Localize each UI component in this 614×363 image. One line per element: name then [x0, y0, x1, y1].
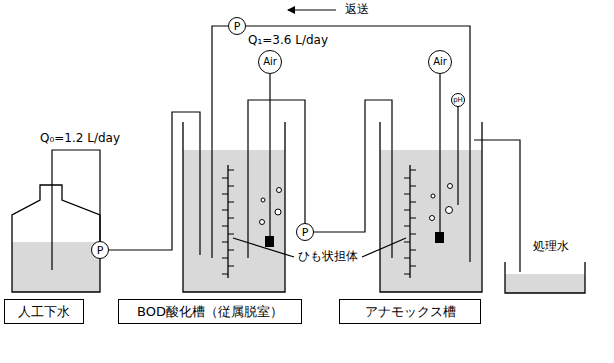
bottle-water — [12, 242, 100, 292]
carrier-fiber — [222, 274, 228, 275]
diffuser — [265, 236, 274, 247]
return-pipe — [212, 26, 228, 258]
carrier-fiber — [404, 194, 410, 195]
string-carrier — [409, 165, 410, 278]
treated-basin — [505, 262, 585, 293]
transfer-pipe — [314, 100, 392, 258]
node-text: P — [234, 21, 241, 32]
carrier-fiber — [228, 170, 234, 171]
carrier-fiber — [222, 178, 228, 179]
carrier-fiber — [228, 250, 234, 251]
node-text: 人工下水 — [18, 305, 70, 318]
carrier-fiber — [404, 274, 410, 275]
carrier-fiber — [410, 186, 416, 187]
air-line — [439, 74, 440, 234]
carrier-fiber — [410, 170, 416, 171]
node-text: P — [97, 245, 104, 256]
carrier-fiber — [404, 258, 410, 259]
outlet-label: 処理水 — [533, 240, 569, 253]
bubble — [261, 198, 265, 202]
pump-symbol: P — [228, 17, 246, 35]
node-text: P — [302, 227, 309, 238]
bubble — [446, 207, 453, 214]
bubble — [431, 194, 435, 198]
carrier-fiber — [410, 218, 416, 219]
node-text: BOD酸化槽（従属脱室） — [137, 305, 283, 318]
carrier-fiber — [222, 194, 228, 195]
carrier-fiber — [404, 178, 410, 179]
ph-sensor: pH — [451, 93, 465, 107]
carrier-fiber — [228, 218, 234, 219]
label-box: 人工下水 — [4, 299, 84, 324]
carrier-fiber — [222, 226, 228, 227]
carrier-fiber — [404, 242, 410, 243]
bottle — [12, 185, 100, 292]
carrier-fiber — [228, 266, 234, 267]
return-pipe — [246, 26, 470, 262]
leader-line — [362, 238, 406, 257]
bubble — [260, 220, 265, 225]
bubble — [430, 216, 435, 221]
carrier-fiber — [410, 202, 416, 203]
pump-symbol: P — [91, 241, 109, 259]
carrier-fiber — [410, 266, 416, 267]
outflow-pipe — [474, 140, 520, 272]
anammox-tank — [380, 122, 482, 292]
label-box: アナモックス槽 — [339, 299, 481, 324]
node-text: アナモックス槽 — [365, 305, 456, 318]
flow-direction: 返送 — [345, 3, 369, 16]
carrier-label: ひも状担体 — [298, 250, 358, 263]
node-text: Air — [433, 57, 447, 67]
flow-rate: Q₀=1.2 L/day — [40, 132, 120, 145]
flow-rate: Q₁=3.6 L/day — [248, 34, 328, 47]
carrier-fiber — [404, 226, 410, 227]
carrier-fiber — [228, 234, 234, 235]
bubble — [448, 184, 453, 189]
carrier-fiber — [228, 186, 234, 187]
feed-pipe — [109, 112, 200, 255]
carrier-fiber — [222, 258, 228, 259]
return-arrow — [288, 9, 336, 10]
carrier-fiber — [410, 250, 416, 251]
air-line — [269, 74, 270, 238]
label-box: BOD酸化槽（従属脱室） — [118, 299, 302, 324]
carrier-fiber — [410, 234, 416, 235]
bubble — [275, 209, 281, 215]
carrier-fiber — [222, 242, 228, 243]
node-text: pH — [453, 97, 463, 104]
diffuser — [435, 232, 444, 243]
air-pump: Air — [428, 50, 452, 74]
carrier-fiber — [404, 210, 410, 211]
tank-water — [380, 150, 482, 292]
pump-symbol: P — [296, 223, 314, 241]
carrier-fiber — [222, 210, 228, 211]
air-pump: Air — [258, 50, 282, 74]
ph-probe-line — [457, 106, 458, 205]
string-carrier — [227, 165, 228, 278]
basin-water — [505, 274, 585, 293]
bubble — [277, 188, 282, 193]
leader-line — [233, 238, 294, 257]
node-text: Air — [263, 57, 277, 67]
carrier-fiber — [228, 202, 234, 203]
